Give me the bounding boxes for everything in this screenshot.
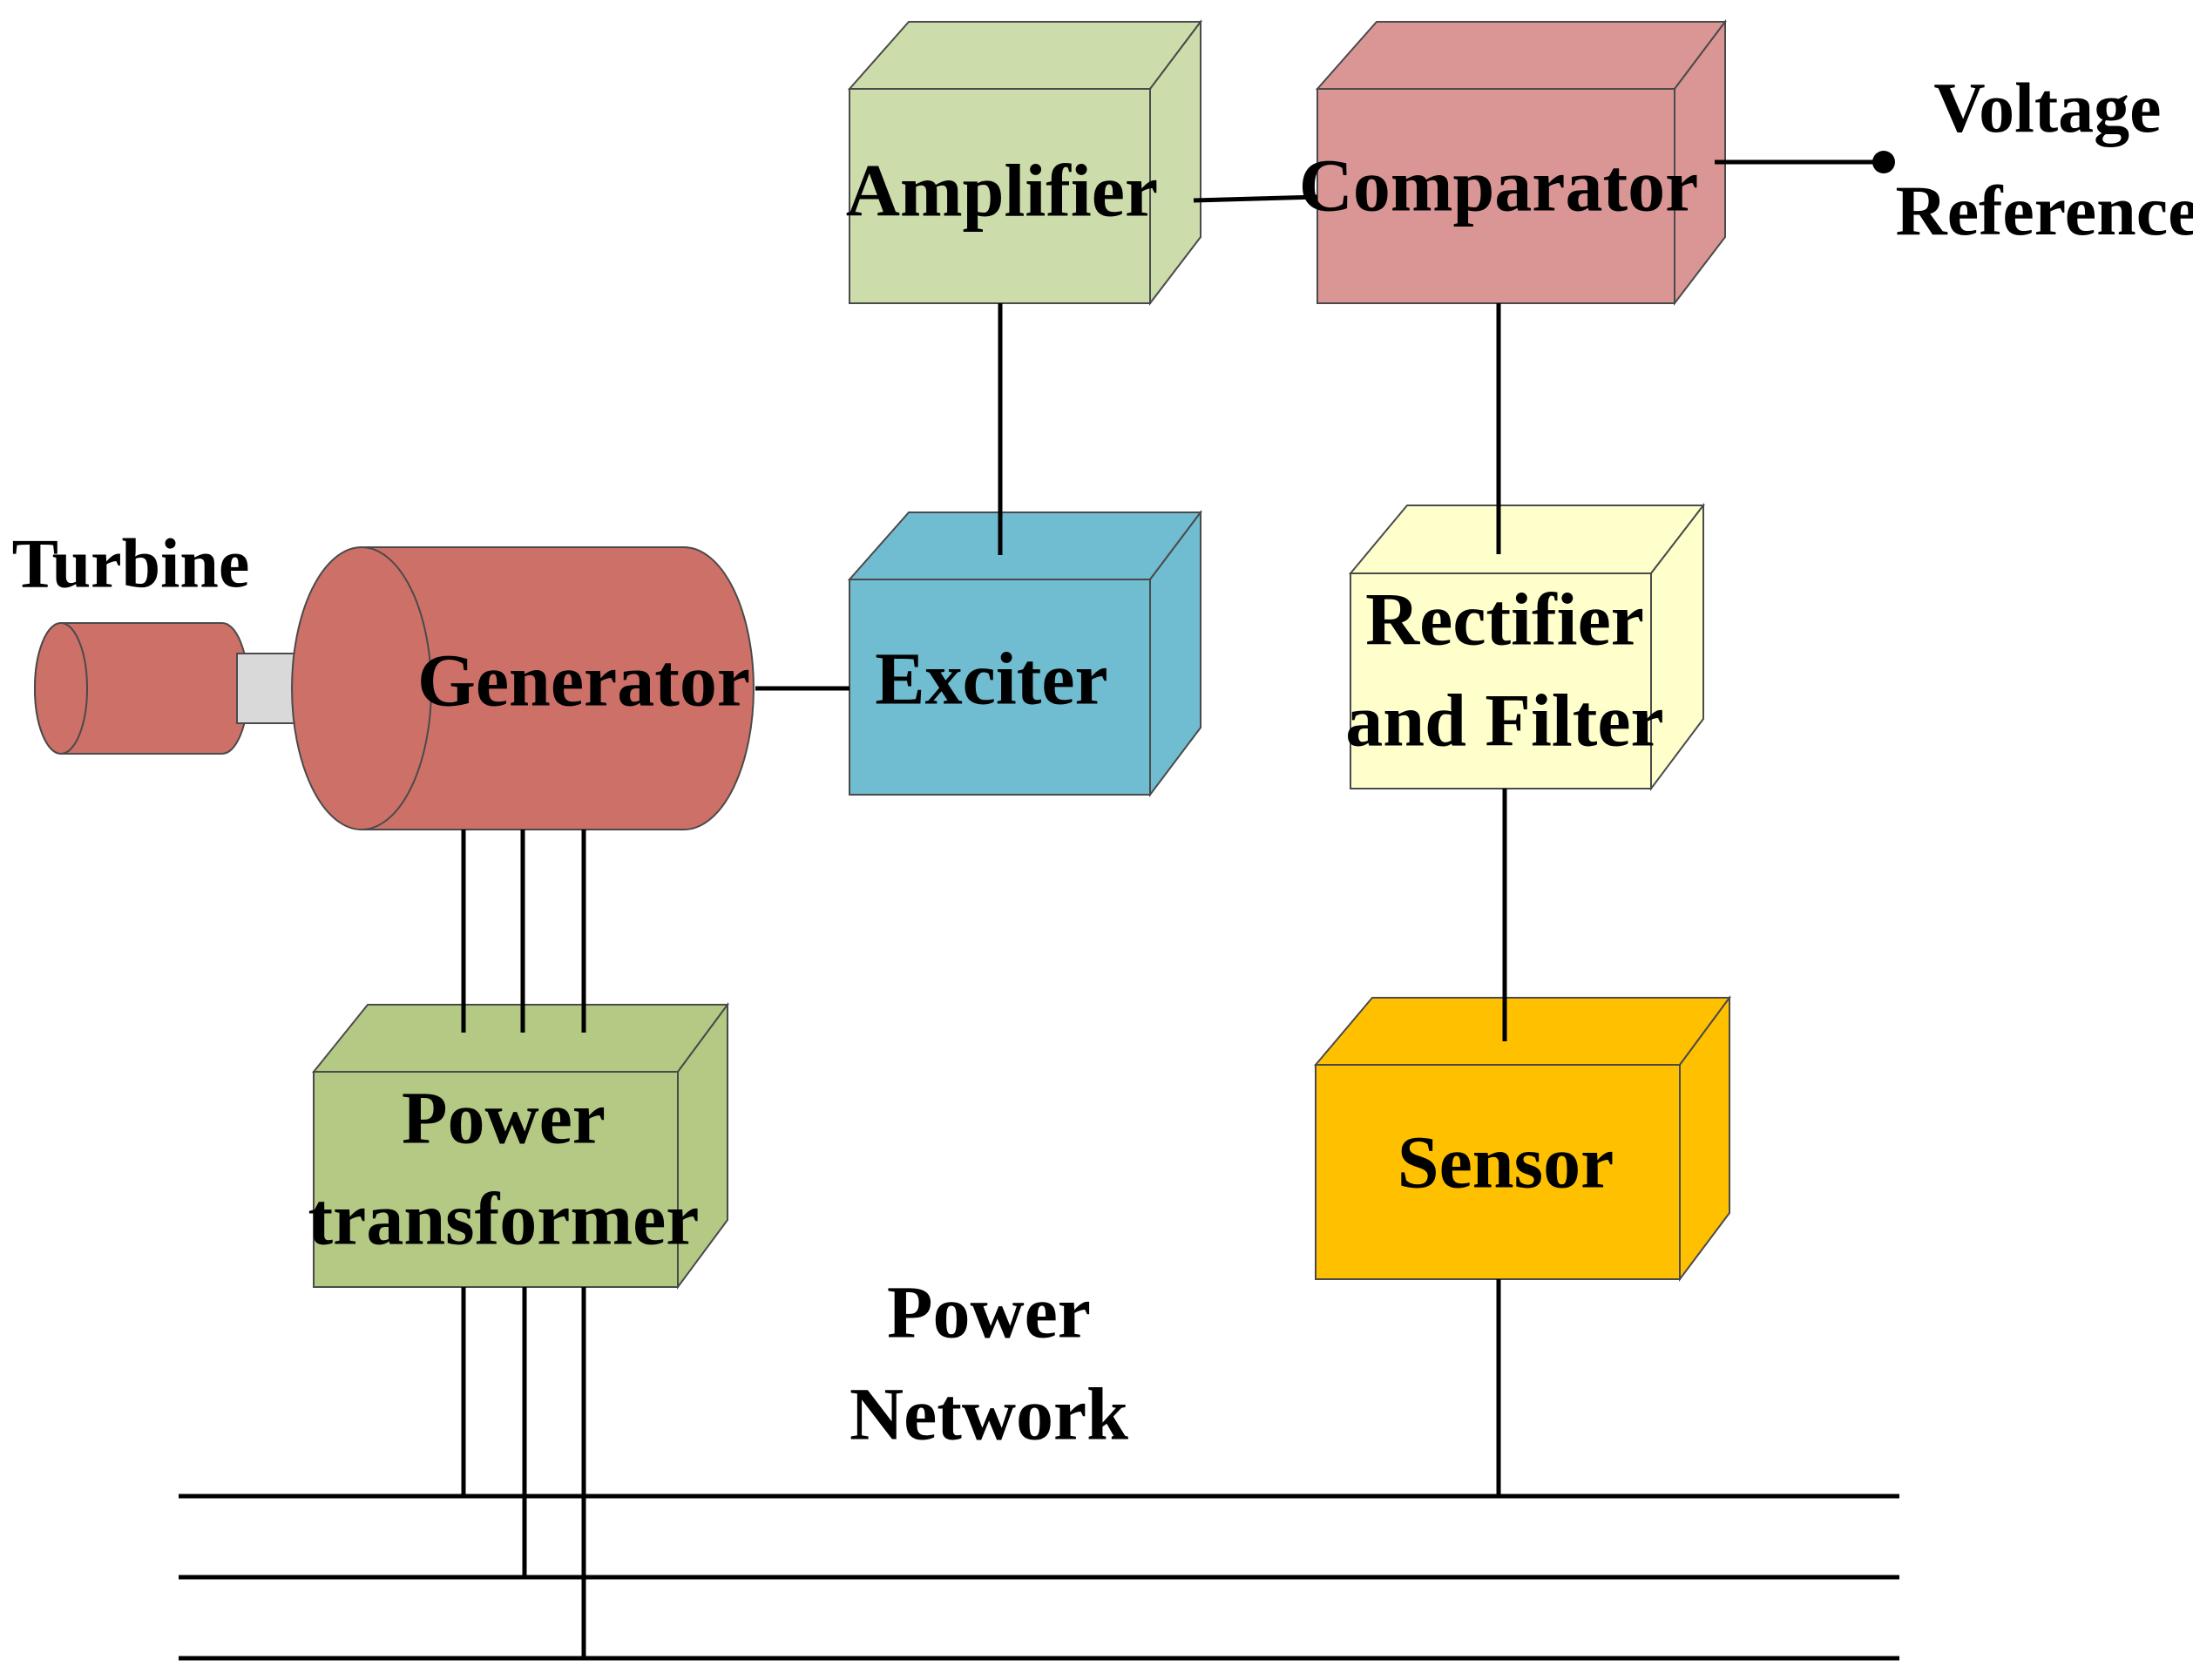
generator bbox=[291, 546, 755, 830]
voltage-reference-label-line2: Reference bbox=[1895, 171, 2193, 250]
exciter-top bbox=[847, 511, 1203, 580]
exciter-block bbox=[847, 510, 1203, 797]
power-transformer-label-line1: Power bbox=[402, 1076, 606, 1160]
amplifier-front bbox=[849, 88, 1151, 304]
power-transformer-label-line2: transformer bbox=[308, 1177, 700, 1261]
generator-face-edge bbox=[361, 546, 432, 830]
transformer-front bbox=[313, 1071, 679, 1288]
power-transformer-block bbox=[311, 1001, 729, 1290]
comparator-label: Comparator bbox=[1299, 144, 1699, 227]
rectifier-front bbox=[1350, 572, 1652, 789]
amplifier-block bbox=[847, 19, 1203, 306]
exciter-front bbox=[849, 579, 1151, 796]
amplifier-label: Amplifier bbox=[846, 149, 1158, 233]
generator-body bbox=[291, 546, 755, 830]
voltage-reference-label-line1: Voltage bbox=[1933, 68, 2161, 147]
sensor-label: Sensor bbox=[1398, 1121, 1614, 1204]
rectifier-filter-block bbox=[1348, 503, 1706, 791]
rectifier-label-line1: Rectifier bbox=[1365, 578, 1644, 661]
rectifier-label-line2: and Filter bbox=[1345, 679, 1663, 762]
rectifier-top bbox=[1348, 505, 1706, 574]
exciter-label: Exciter bbox=[875, 637, 1107, 721]
connections bbox=[179, 151, 1899, 1661]
generator-label: Generator bbox=[417, 639, 750, 722]
comparator-top bbox=[1315, 21, 1728, 90]
comparator-block bbox=[1315, 19, 1728, 306]
turbine bbox=[34, 622, 249, 755]
sensor-top bbox=[1313, 997, 1731, 1066]
turbine-label: Turbine bbox=[12, 525, 250, 602]
amplifier-top bbox=[847, 21, 1203, 90]
power-network-label-line2: Network bbox=[849, 1372, 1128, 1456]
power-network-label-line1: Power bbox=[887, 1270, 1091, 1354]
sensor-front bbox=[1315, 1064, 1681, 1280]
wire-amplifier-comparator bbox=[1193, 194, 1318, 203]
reference-terminal bbox=[1872, 151, 1895, 173]
turbine-face bbox=[34, 622, 88, 755]
sensor-block bbox=[1313, 994, 1731, 1282]
comparator-front bbox=[1316, 88, 1675, 304]
